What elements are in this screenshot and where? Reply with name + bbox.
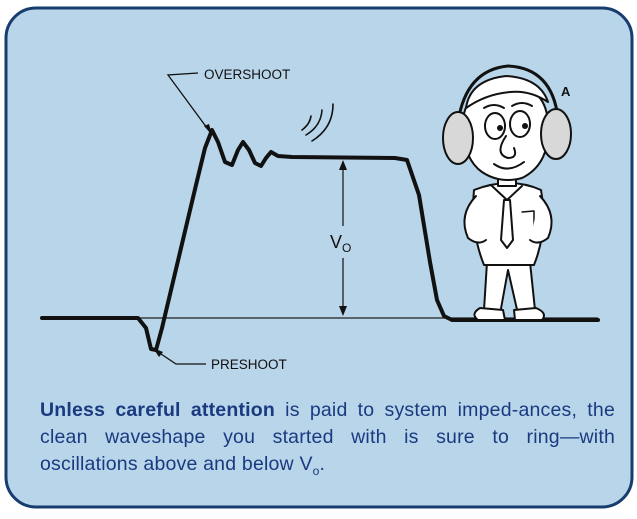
caption-end: . [320,453,326,475]
caption-subscript: o [313,464,320,478]
caption: Unless careful attention is paid to syst… [40,397,615,485]
character-tag: A [561,84,571,99]
overshoot-label: OVERSHOOT [204,67,290,82]
preshoot-label: PRESHOOT [211,357,287,372]
caption-bold-lead: Unless careful attention [40,399,275,421]
